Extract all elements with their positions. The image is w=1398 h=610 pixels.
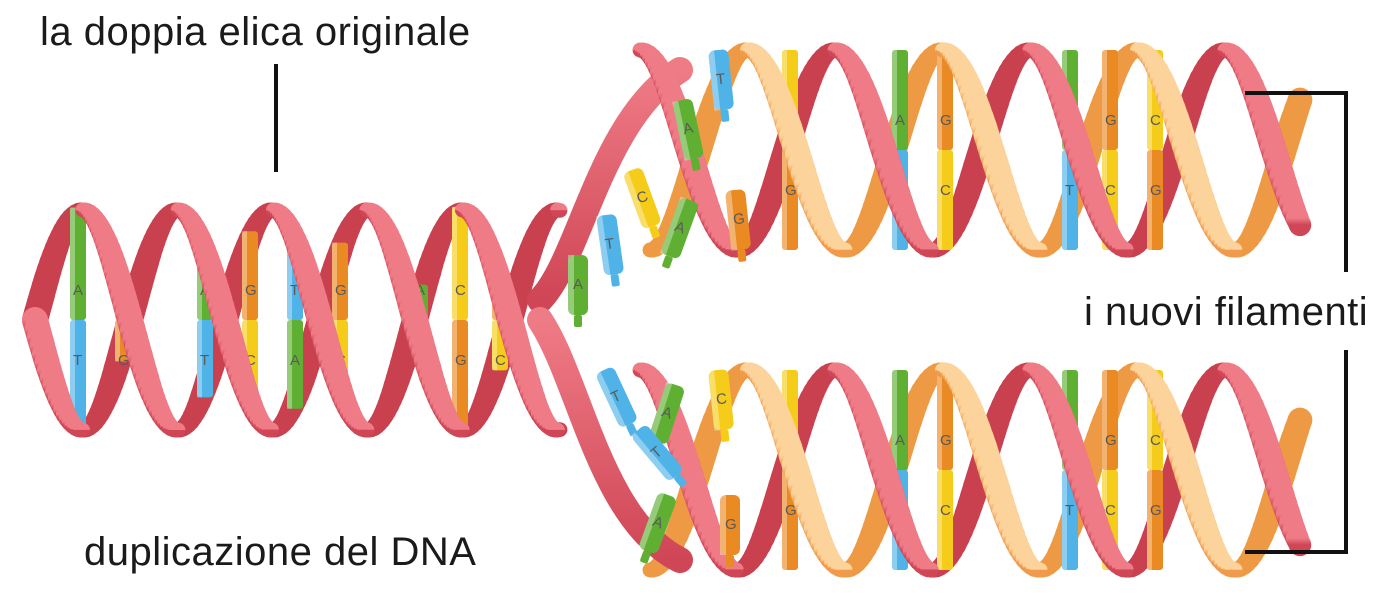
- free-nucleotide: T: [595, 366, 644, 440]
- nucleotide-letter: T: [715, 70, 726, 88]
- base-letter: G: [1105, 432, 1117, 449]
- base-letter: T: [73, 352, 82, 369]
- lower-new-strand-segment: [1232, 570, 1235, 571]
- nucleotide-letter: A: [573, 276, 583, 293]
- base-letter: T: [1065, 182, 1074, 199]
- nucleotide-tail: [726, 555, 734, 567]
- base-letter: A: [290, 352, 300, 369]
- nucleotide-tail: [610, 274, 620, 287]
- upper-new-strand-segment: [1297, 100, 1300, 109]
- original-base-pair: AT: [70, 208, 86, 433]
- upper-new-strand-segment: [1037, 250, 1040, 251]
- base-letter: A: [895, 432, 905, 449]
- base-highlight: [937, 370, 942, 570]
- original-strand-a-segment: [364, 429, 366, 430]
- base-letter: T: [1065, 502, 1074, 519]
- base-letter: A: [895, 112, 905, 129]
- upper-base-pair: GC: [937, 50, 953, 250]
- lower-base-pair: GC: [937, 370, 953, 570]
- free-nucleotide: A: [568, 255, 588, 327]
- base-letter: G: [245, 282, 257, 299]
- diagram-caption: duplicazione del DNA: [84, 530, 476, 575]
- nucleotide-tail: [720, 429, 729, 442]
- nucleotide-tail: [574, 315, 582, 327]
- base-letter: C: [455, 282, 466, 299]
- lower-new-strand-segment: [1037, 570, 1040, 571]
- base-letter: G: [940, 112, 952, 129]
- upper-old-strand-segment: [1297, 218, 1300, 225]
- base-letter: C: [940, 502, 951, 519]
- nucleotide-letter: G: [725, 516, 737, 533]
- free-nucleotides: TACTAGATACTAG: [568, 49, 752, 567]
- upper-new-strand-segment: [842, 250, 845, 251]
- base-letter: G: [1150, 502, 1162, 519]
- lower-old-strand-segment: [1297, 538, 1300, 545]
- base-letter: G: [1105, 112, 1117, 129]
- free-nucleotide: T: [596, 214, 626, 288]
- base-letter: C: [1150, 112, 1161, 129]
- base-letter: T: [200, 352, 209, 369]
- base-letter: G: [940, 432, 952, 449]
- base-letter: G: [335, 282, 347, 299]
- base-letter: A: [73, 282, 83, 299]
- lower-new-strand-segment: [842, 570, 845, 571]
- nucleotide-letter: C: [715, 390, 728, 408]
- upper-new-strand-segment: [1232, 250, 1235, 251]
- nucleotide-letter: G: [732, 210, 745, 228]
- base-letter: C: [1150, 432, 1161, 449]
- base-letter: C: [940, 182, 951, 199]
- new-strands-label: i nuovi filamenti: [1084, 290, 1368, 335]
- base-letter: G: [455, 352, 467, 369]
- base-highlight: [452, 207, 457, 433]
- base-highlight: [937, 50, 942, 250]
- nucleotide-tail: [737, 249, 746, 262]
- base-letter: C: [495, 352, 506, 369]
- nucleotide-tail: [720, 109, 729, 122]
- lower-new-strand-segment: [1297, 420, 1300, 429]
- base-letter: G: [1150, 182, 1162, 199]
- original-helix-label: la doppia elica originale: [40, 10, 471, 55]
- original-base-pair: CG: [452, 207, 468, 433]
- nucleotide-tail: [662, 255, 674, 269]
